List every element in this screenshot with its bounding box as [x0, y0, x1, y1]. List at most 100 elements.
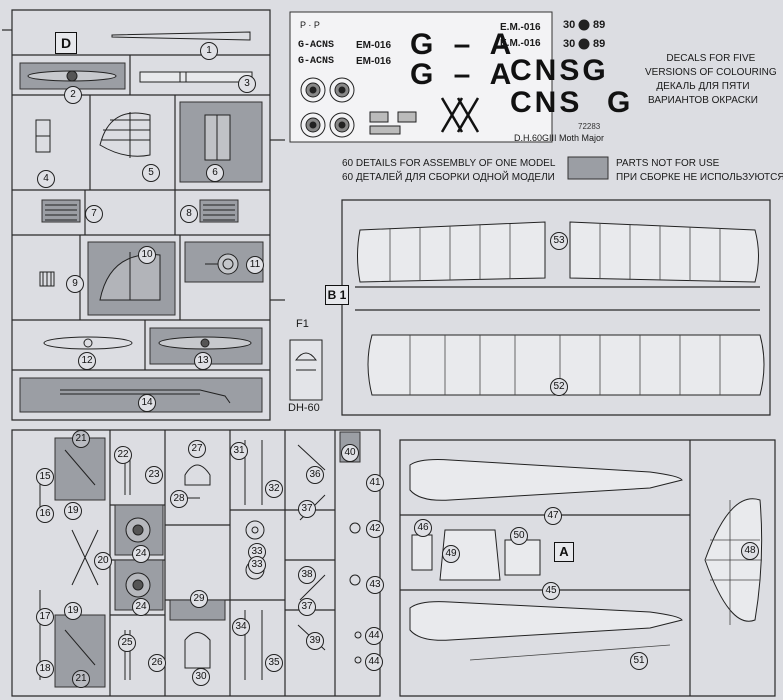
callout-12: 12	[78, 352, 96, 370]
decal-model-name: D.H.60GIII Moth Major	[514, 133, 605, 143]
sprue-letter-d: D	[55, 32, 77, 54]
dh60-label: DH-60	[288, 402, 320, 414]
upper-wing-53	[357, 221, 759, 283]
callout-11: 11	[246, 256, 264, 274]
callout-25: 25	[118, 634, 136, 652]
callout-20: 20	[94, 552, 112, 570]
decal-em-small-b: EM-016	[356, 56, 392, 67]
callout-21: 21	[72, 430, 90, 448]
callout-3: 3	[238, 75, 256, 93]
callout-23: 23	[145, 466, 163, 484]
decals-info-ru: ДЕКАЛЬ ДЛЯ ПЯТИ ВАРИАНТОВ ОКРАСКИ	[648, 81, 758, 106]
callout-52: 52	[550, 378, 568, 396]
callout-53: 53	[550, 232, 568, 250]
decal-em-large-a: E.M.-016	[500, 22, 541, 33]
decal-num-a: 30	[563, 19, 576, 31]
callout-17: 17	[36, 608, 54, 626]
callout-21b: 21	[72, 670, 90, 688]
notuse-info-ru: ПРИ СБОРКЕ НЕ ИСПОЛЬЗУЮТСЯ	[616, 172, 783, 183]
part-8-shaded	[199, 199, 239, 223]
callout-37b: 37	[298, 598, 316, 616]
callout-13: 13	[194, 352, 212, 370]
callout-43: 43	[366, 576, 384, 594]
f1-label: F1	[296, 318, 309, 330]
callout-45: 45	[542, 582, 560, 600]
callout-29: 29	[190, 590, 208, 608]
callout-15: 15	[36, 468, 54, 486]
fuselage-half-47	[409, 459, 683, 501]
part-49	[439, 529, 501, 581]
callout-30: 30	[192, 668, 210, 686]
callout-6: 6	[206, 164, 224, 182]
callout-24: 24	[132, 545, 150, 563]
decal-product-no: 72283	[578, 122, 601, 131]
callout-50: 50	[510, 527, 528, 545]
callout-27: 27	[188, 440, 206, 458]
decal-em-large-b: E.M.-016	[500, 38, 541, 49]
callout-47: 47	[544, 507, 562, 525]
callout-19: 19	[64, 502, 82, 520]
not-for-use-swatch	[567, 156, 609, 180]
callout-36: 36	[306, 466, 324, 484]
callout-10: 10	[138, 246, 156, 264]
callout-19b: 19	[64, 602, 82, 620]
decal-num-d: 89	[593, 38, 606, 50]
callout-24b: 24	[132, 598, 150, 616]
decal-num-b: 30	[563, 38, 576, 50]
callout-51: 51	[630, 652, 648, 670]
decal-num-c: 89	[593, 19, 606, 31]
callout-44: 44	[365, 627, 383, 645]
decal-pp: P · P	[300, 20, 320, 30]
decal-g-big: G	[607, 86, 637, 119]
callout-16: 16	[36, 505, 54, 523]
callout-4: 4	[37, 170, 55, 188]
sprue-letter-b1: B 1	[325, 285, 349, 305]
decal-reg-small-b: G-ACNS	[298, 56, 335, 67]
callout-37: 37	[298, 500, 316, 518]
callout-33b: 33	[248, 556, 266, 574]
callout-39: 39	[306, 632, 324, 650]
decal-cns-1: CNSG	[510, 54, 609, 87]
callout-49: 49	[442, 545, 460, 563]
callout-46: 46	[414, 519, 432, 537]
callout-48: 48	[741, 542, 759, 560]
callout-1: 1	[200, 42, 218, 60]
decal-reg-small-a: G-ACNS	[298, 40, 335, 51]
callout-26: 26	[148, 654, 166, 672]
callout-35: 35	[265, 654, 283, 672]
notuse-info-en: PARTS NOT FOR USE	[616, 158, 720, 169]
part-50	[504, 539, 541, 576]
callout-22: 22	[114, 446, 132, 464]
callout-14: 14	[138, 394, 156, 412]
callout-34: 34	[232, 618, 250, 636]
callout-40: 40	[341, 444, 359, 462]
decal-g-a-1: G – A	[410, 28, 518, 61]
callout-2: 2	[64, 86, 82, 104]
callout-7: 7	[85, 205, 103, 223]
callout-28: 28	[170, 490, 188, 508]
lower-wing-52	[367, 334, 765, 396]
callout-44b: 44	[365, 653, 383, 671]
details-info-ru: 60 ДЕТАЛЕЙ ДЛЯ СБОРКИ ОДНОЙ МОДЕЛИ	[342, 172, 555, 183]
callout-41: 41	[366, 474, 384, 492]
decals-info-en: DECALS FOR FIVE VERSIONS OF COLOURING	[645, 53, 777, 78]
callout-8: 8	[180, 205, 198, 223]
sprue-letter-a: A	[554, 542, 574, 562]
part-46	[411, 534, 433, 571]
callout-18: 18	[36, 660, 54, 678]
callout-5: 5	[142, 164, 160, 182]
callout-32: 32	[265, 480, 283, 498]
decal-em-small-a: EM-016	[356, 40, 392, 51]
decal-cns-2: CNS	[510, 86, 583, 119]
details-info-en: 60 DETAILS FOR ASSEMBLY OF ONE MODEL	[342, 158, 556, 169]
callout-42: 42	[366, 520, 384, 538]
part-21-shaded	[54, 437, 106, 501]
callout-31: 31	[230, 442, 248, 460]
callout-38: 38	[298, 566, 316, 584]
decal-g-a-2: G – A	[410, 58, 518, 91]
part-7-shaded	[41, 199, 81, 223]
sprue-frame-d	[11, 9, 271, 421]
callout-9: 9	[66, 275, 84, 293]
fuselage-half-45	[409, 601, 683, 641]
